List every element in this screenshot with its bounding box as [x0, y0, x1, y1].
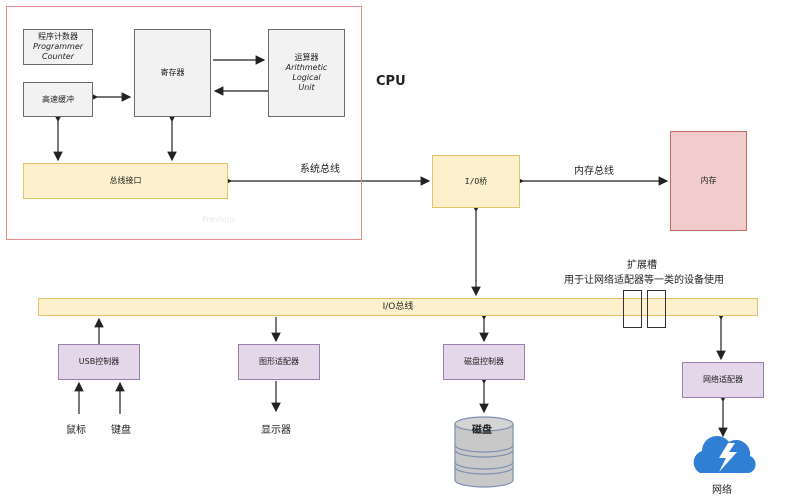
graphics-adapter-label: 图形适配器	[259, 357, 299, 366]
alu-en3: Unit	[298, 83, 315, 92]
usb-controller-label: USB控制器	[78, 357, 120, 366]
expansion-slot-2	[647, 290, 666, 328]
network-label: 网络	[712, 485, 732, 496]
disk-label: 磁盘	[472, 425, 492, 436]
expansion-slot-description: 用于让网络适配器等一类的设备使用	[564, 275, 724, 286]
cache-label: 高速缓冲	[42, 94, 74, 104]
cache-box: 高速缓冲	[23, 82, 93, 117]
disk-icon	[454, 416, 514, 488]
memory-box: 内存	[670, 131, 747, 231]
disk-controller-label: 磁盘控制器	[464, 357, 504, 366]
alu-box: 运算器 Arithmetic Logical Unit	[268, 29, 345, 117]
mouse-label: 鼠标	[66, 425, 86, 436]
register-box: 寄存器	[134, 29, 211, 117]
cpu-label: CPU	[376, 74, 406, 89]
graphics-adapter-box: 图形适配器	[238, 344, 320, 380]
alu-cn: 运算器	[294, 53, 319, 62]
cloud-network-icon	[693, 436, 756, 473]
network-adapter-label: 网络适配器	[703, 375, 743, 384]
memory-bus-label: 内存总线	[574, 166, 614, 177]
bus-interface-box: 总线接口	[23, 163, 228, 199]
alu-en2: Logical	[292, 73, 321, 82]
bus-interface-label: 总线接口	[109, 176, 142, 185]
previous-button-faded[interactable]: Previous	[202, 215, 236, 224]
system-bus-label: 系统总线	[300, 164, 340, 175]
program-counter-en1: Programmer	[32, 42, 84, 51]
network-adapter-box: 网络适配器	[682, 362, 764, 398]
keyboard-label: 键盘	[111, 425, 131, 436]
expansion-slot-title: 扩展槽	[627, 260, 657, 271]
display-label: 显示器	[261, 425, 291, 436]
io-bridge-label: I/O桥	[464, 176, 488, 186]
cpu-container	[6, 6, 362, 240]
memory-label: 内存	[700, 176, 717, 185]
program-counter-box: 程序计数器 Programmer Counter	[23, 29, 93, 65]
io-bus-bar: I/O总线	[38, 298, 758, 316]
program-counter-en2: Counter	[42, 52, 74, 61]
usb-controller-box: USB控制器	[58, 344, 140, 380]
program-counter-cn: 程序计数器	[38, 32, 78, 41]
expansion-slot-1	[623, 290, 642, 328]
register-label: 寄存器	[160, 68, 185, 77]
io-bus-label: I/O总线	[382, 302, 414, 312]
io-bridge-box: I/O桥	[432, 155, 520, 208]
alu-en1: Arithmetic	[285, 63, 328, 72]
disk-controller-box: 磁盘控制器	[443, 344, 525, 380]
